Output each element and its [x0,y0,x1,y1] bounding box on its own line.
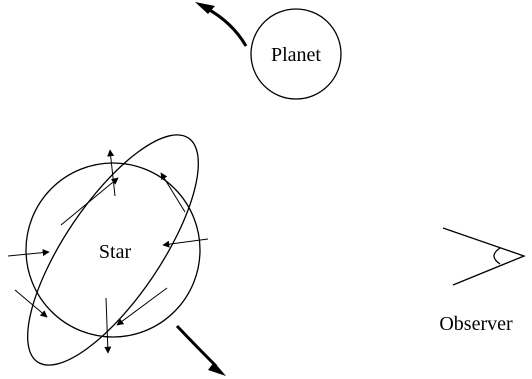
star-motion-arrow-shaft [175,324,218,368]
flow-arrow-upper-left [60,177,119,226]
planet-circle [250,8,342,100]
radial-arrows [7,149,209,354]
star-circle [25,162,201,338]
planet-motion-arrow [195,2,248,47]
star-motion-arrow [175,324,226,376]
observer-label: Observer [439,313,513,335]
radial-arrow-top [107,149,116,197]
radial-arrow-bottom [104,297,112,354]
planet-motion-arrow-shaft [205,6,248,47]
flow-arrow-lower-left [14,289,48,318]
star-label: Star [99,241,132,263]
observer-eye-iris [493,247,501,265]
observer: Observer [439,227,526,335]
star-motion-arrow-head [208,362,226,376]
star-orbit-ellipse [27,134,199,366]
flow-arrow-lower-right [116,287,168,326]
star: Star [25,134,201,366]
flow-arrows [14,172,186,326]
radial-arrow-left [7,249,50,257]
planet-motion-arrow-head [195,2,215,14]
observer-eye-icon [442,227,526,286]
flow-arrow-upper-right [160,172,186,213]
radial-arrow-right [162,238,209,248]
planet-label: Planet [271,44,321,66]
planet: Planet [250,8,342,100]
